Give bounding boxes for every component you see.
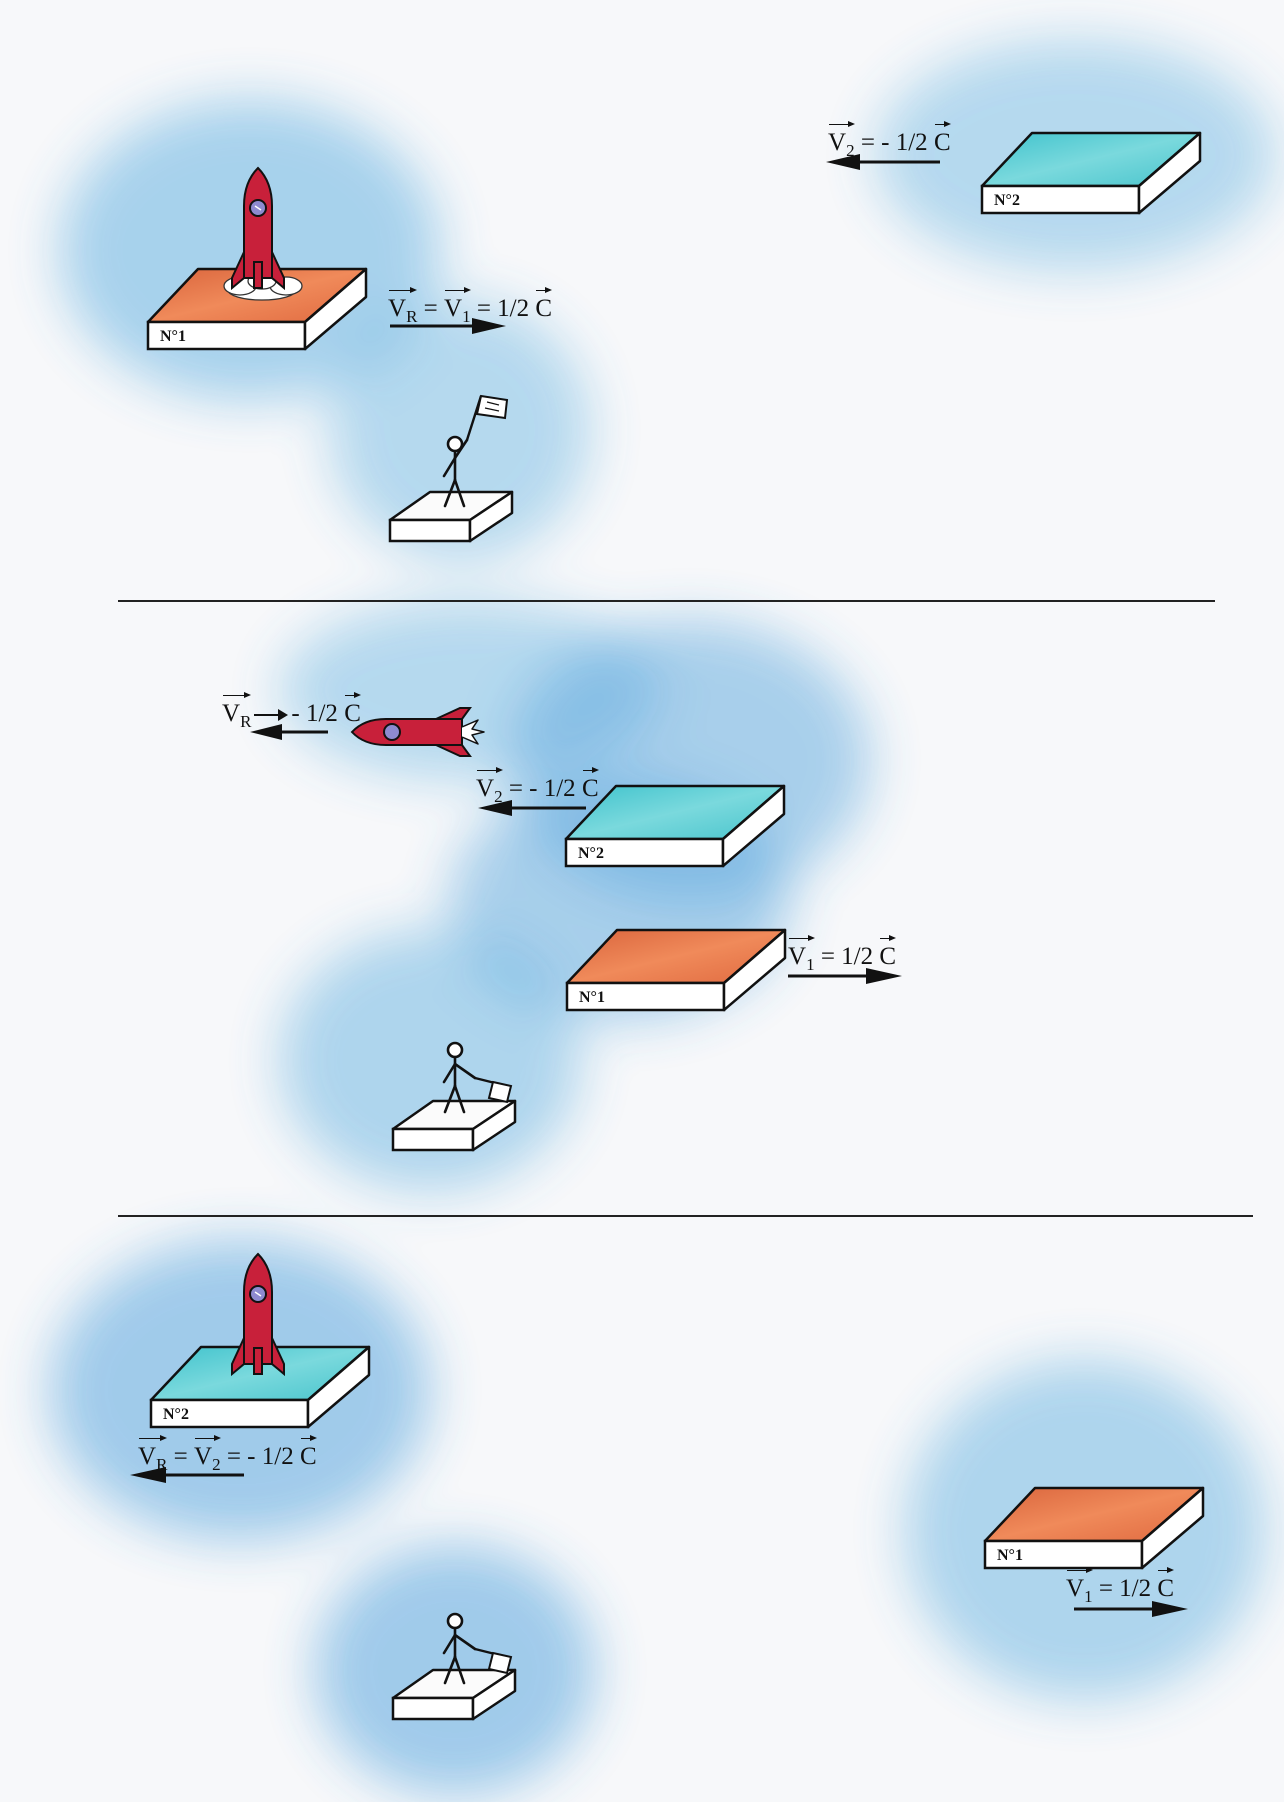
platform2-velocity-label-panel1: V2 = - 1/2 C [828, 122, 951, 159]
platform-2-tag: N°2 [578, 845, 604, 862]
platform-1-tag: N°1 [160, 328, 186, 345]
rocket-velocity-label-panel1: VR = V1 = 1/2 C [388, 288, 552, 325]
platform-1-tag: N°1 [997, 1547, 1023, 1564]
platform1-velocity-label-panel2: V1 = 1/2 C [788, 936, 896, 973]
platform-1-tag: N°1 [579, 989, 605, 1006]
platform-2-tag: N°2 [994, 192, 1020, 209]
platform2-velocity-label-panel2: V2 = - 1/2 C [476, 768, 599, 805]
platform-2-tag: N°2 [163, 1406, 189, 1423]
arrow-glyph [254, 709, 288, 721]
rocket-velocity-label-panel3: VR = V2 = - 1/2 C [138, 1436, 317, 1473]
platform1-velocity-label-panel3: V1 = 1/2 C [1066, 1568, 1174, 1605]
rocket-velocity-label-panel2: VR- 1/2 C [222, 693, 361, 730]
